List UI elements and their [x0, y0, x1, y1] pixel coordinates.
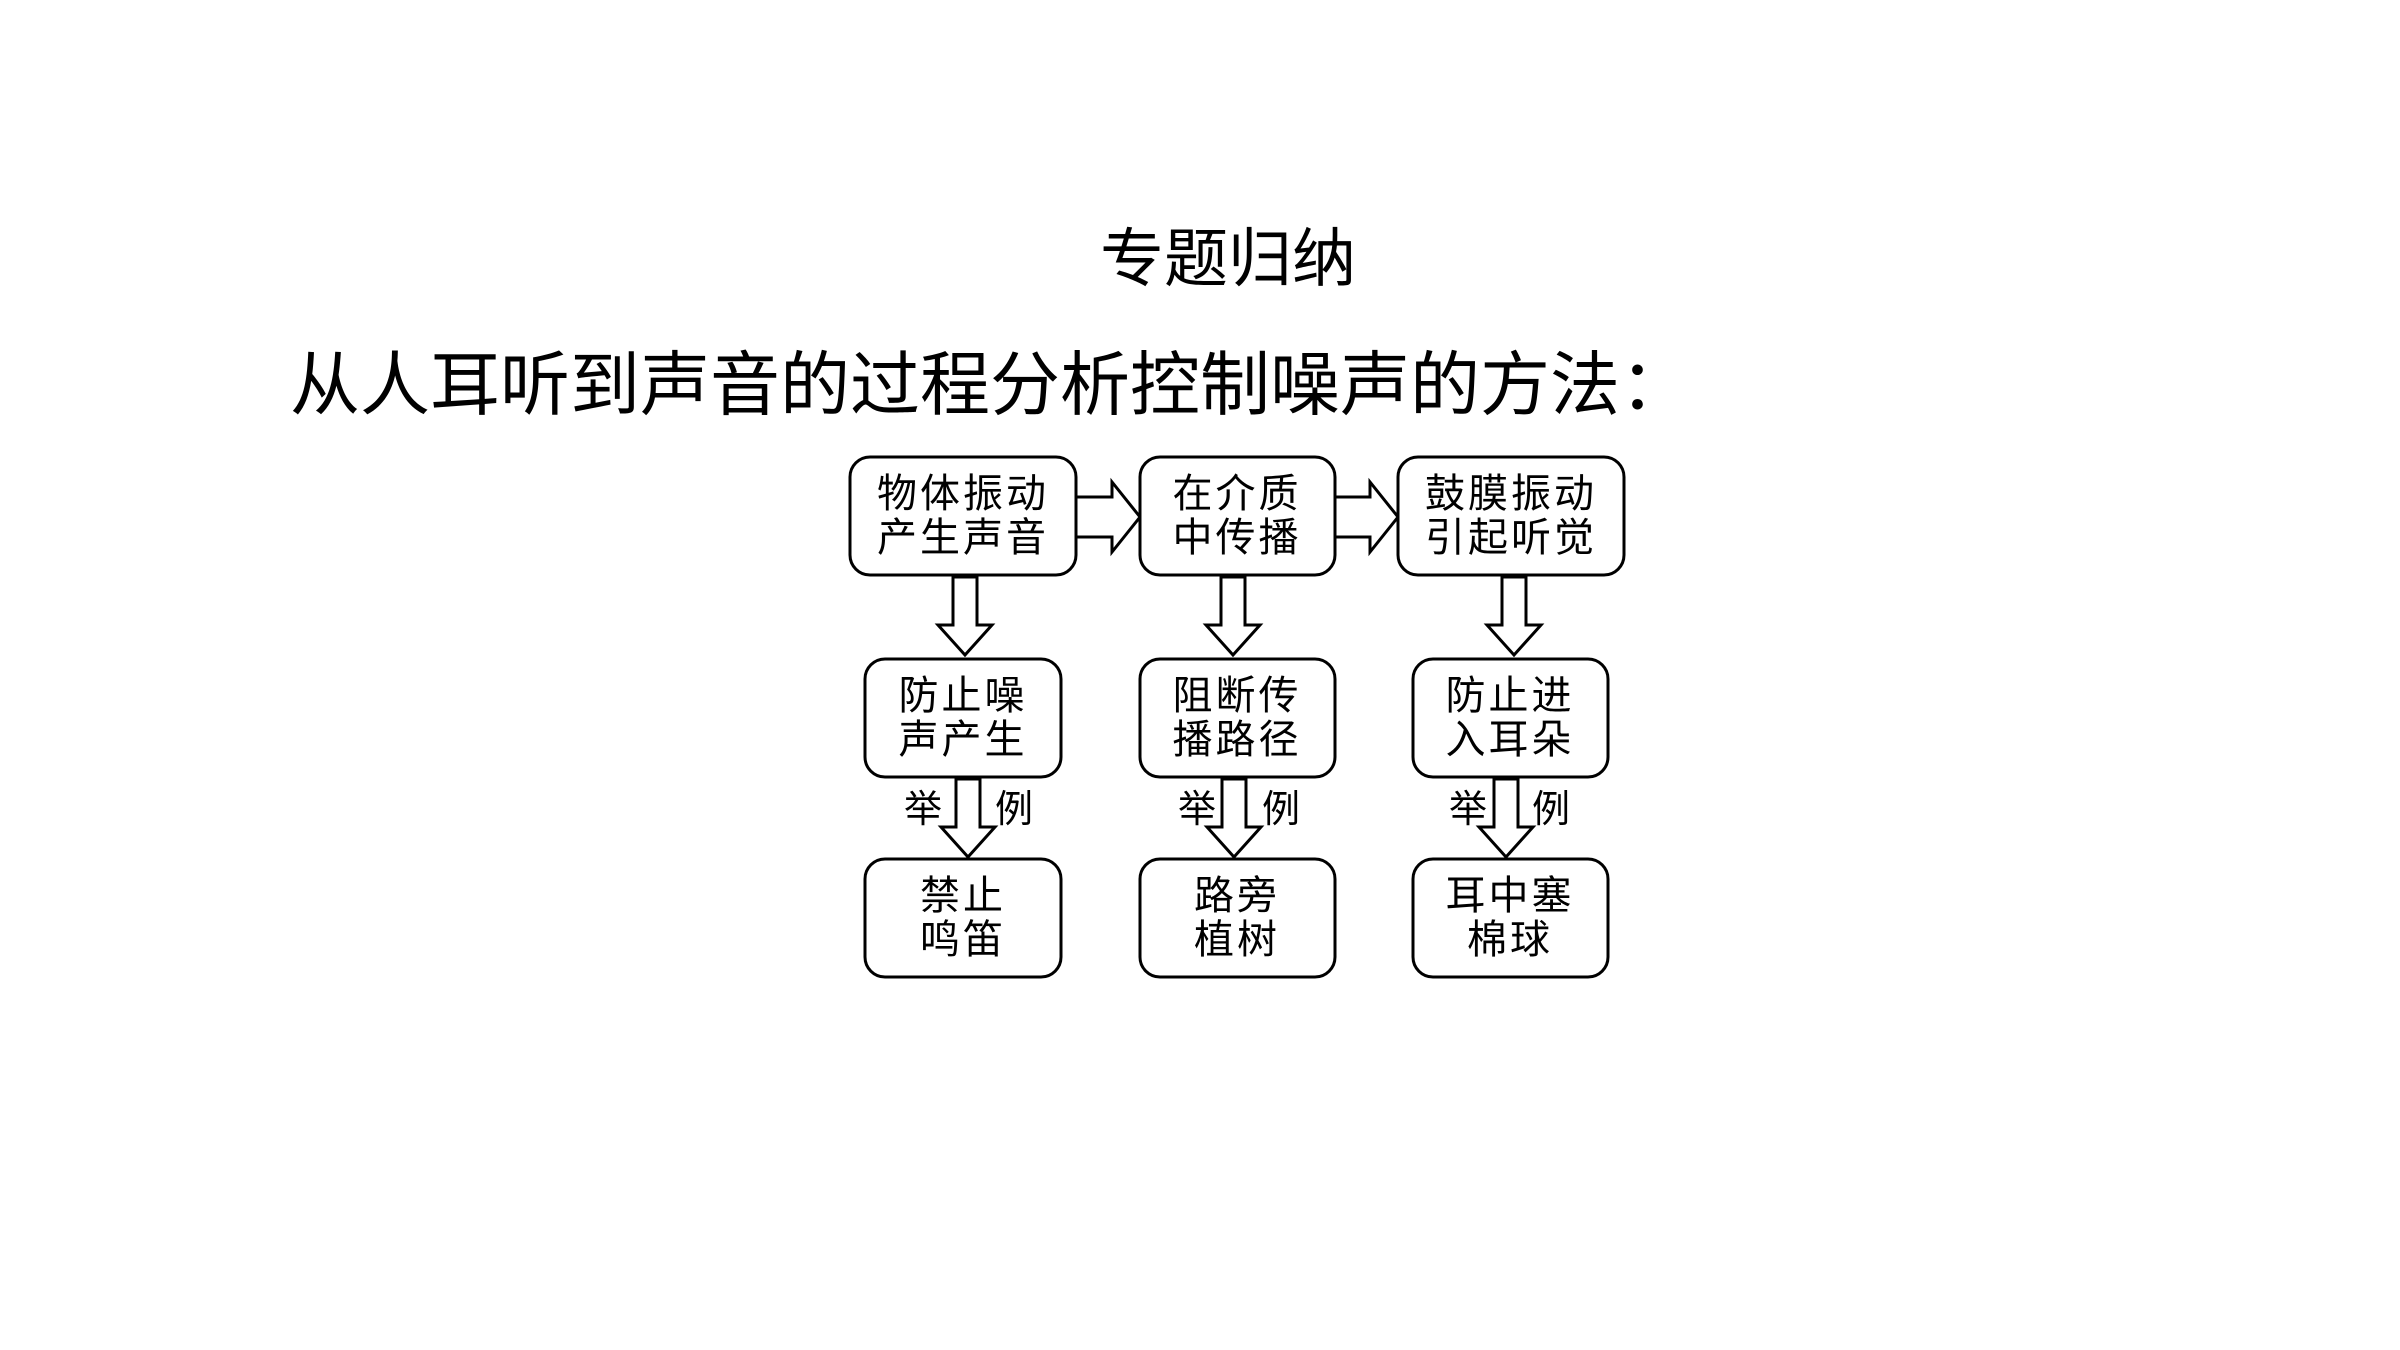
edge-label-example-left-3: 举 [1449, 787, 1487, 831]
edge-label-example-right-1: 例 [995, 787, 1033, 831]
node-prevent-source-line1: 防止噪 [899, 673, 1028, 719]
node-example-source-line1: 禁止 [920, 873, 1006, 919]
arrow-block-to-example [1203, 777, 1265, 860]
arrow-source-to-medium [1074, 477, 1142, 557]
node-ear-line1: 鼓膜振动 [1425, 471, 1597, 517]
node-prevent-ear-line2: 入耳朵 [1446, 717, 1575, 763]
node-source-line2: 产生声音 [877, 515, 1049, 561]
arrow-medium-to-ear [1333, 477, 1400, 557]
arrow-prevent-to-example [937, 777, 999, 860]
node-example-ear: 耳中塞 棉球 [1411, 857, 1610, 979]
edge-label-example-right-3: 例 [1532, 787, 1570, 831]
arrow-medium-to-block [1202, 575, 1264, 658]
node-example-path-line2: 植树 [1194, 917, 1280, 963]
node-example-path: 路旁 植树 [1138, 857, 1337, 979]
page-subheading: 从人耳听到声音的过程分析控制噪声的方法： [290, 344, 1690, 426]
node-ear-line2: 引起听觉 [1425, 515, 1597, 561]
node-medium: 在介质 中传播 [1138, 455, 1337, 577]
node-prevent-ear: 防止进 入耳朵 [1411, 657, 1610, 779]
arrow-ear-to-prevent [1483, 575, 1545, 658]
edge-label-example-right-2: 例 [1262, 787, 1300, 831]
node-prevent-ear-line1: 防止进 [1446, 673, 1575, 719]
node-example-ear-line2: 棉球 [1467, 917, 1553, 963]
node-block-path-line2: 播路径 [1173, 717, 1302, 763]
node-prevent-source: 防止噪 声产生 [863, 657, 1063, 779]
arrow-prevent-ear-to-example [1475, 777, 1537, 860]
node-medium-line2: 中传播 [1173, 515, 1302, 561]
node-block-path: 阻断传 播路径 [1138, 657, 1337, 779]
page-heading: 专题归纳 [1100, 223, 1356, 297]
node-example-source-line2: 鸣笛 [920, 917, 1006, 963]
node-example-path-line1: 路旁 [1194, 873, 1280, 919]
node-source-line1: 物体振动 [877, 471, 1049, 517]
node-ear: 鼓膜振动 引起听觉 [1396, 455, 1626, 577]
edge-label-example-left-1: 举 [904, 787, 942, 831]
node-medium-line1: 在介质 [1173, 471, 1302, 517]
edge-label-example-left-2: 举 [1178, 787, 1216, 831]
node-example-ear-line1: 耳中塞 [1446, 873, 1575, 919]
node-prevent-source-line2: 声产生 [899, 717, 1028, 763]
node-source: 物体振动 产生声音 [848, 455, 1078, 577]
arrow-source-to-prevent [934, 575, 996, 658]
node-block-path-line1: 阻断传 [1173, 673, 1302, 719]
node-example-source: 禁止 鸣笛 [863, 857, 1063, 979]
